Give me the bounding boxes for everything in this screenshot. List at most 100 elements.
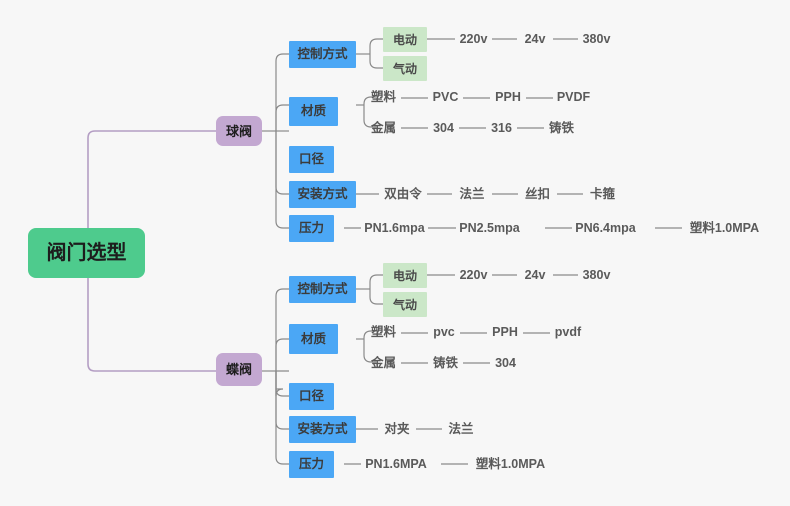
node-ball-install-3-label: 丝扣 bbox=[524, 187, 550, 202]
node-ball-install-1-label: 双由令 bbox=[384, 187, 422, 202]
node-ball-caliber-label: 口径 bbox=[298, 152, 324, 167]
node-ball-metal[interactable]: 金属 bbox=[366, 120, 401, 137]
root-node[interactable]: 阀门选型 bbox=[28, 228, 145, 278]
link-ball-to-material bbox=[275, 104, 289, 131]
node-ball-pressure-4-label: 塑料1.0MPA bbox=[689, 221, 760, 236]
link-butterfly-to-caliber bbox=[275, 370, 289, 397]
node-butterfly-install-2-label: 法兰 bbox=[448, 422, 474, 437]
link-butterfly-to-caliber2 bbox=[275, 371, 289, 397]
node-ball-electric[interactable]: 电动 bbox=[383, 27, 427, 52]
node-ball-pressure-2[interactable]: PN2.5mpa bbox=[456, 220, 523, 237]
link-butterfly-to-pressure bbox=[275, 371, 289, 465]
node-ball-install-2[interactable]: 法兰 bbox=[452, 186, 492, 203]
node-ball-valve[interactable]: 球阀 bbox=[216, 116, 262, 146]
node-butterfly-material-label: 材质 bbox=[300, 331, 326, 346]
node-ball-valve-label: 球阀 bbox=[226, 123, 253, 139]
node-ball-volt-380[interactable]: 380v bbox=[578, 31, 615, 48]
node-butterfly-metal[interactable]: 金属 bbox=[366, 355, 401, 372]
node-ball-electric-label: 电动 bbox=[392, 32, 417, 47]
node-butterfly-pneumatic[interactable]: 气动 bbox=[383, 292, 427, 317]
node-ball-plastic-1[interactable]: PVC bbox=[428, 89, 463, 106]
node-ball-volt-24-label: 24v bbox=[524, 32, 546, 47]
node-ball-plastic-label: 塑料 bbox=[370, 90, 396, 105]
node-ball-install-4-label: 卡箍 bbox=[589, 187, 615, 202]
node-butterfly-plastic-3[interactable]: pvdf bbox=[550, 324, 586, 341]
node-ball-plastic[interactable]: 塑料 bbox=[366, 89, 401, 106]
link-butterfly-to-install bbox=[275, 371, 289, 430]
root-node-label: 阀门选型 bbox=[46, 242, 127, 264]
node-butterfly-volt-220[interactable]: 220v bbox=[455, 267, 492, 284]
link-ball-to-install bbox=[275, 131, 289, 195]
node-ball-metal-1-label: 304 bbox=[433, 121, 454, 136]
node-ball-install-4[interactable]: 卡箍 bbox=[583, 186, 622, 203]
link-ball-to-pressure bbox=[275, 131, 289, 229]
node-ball-install-method-label: 安装方式 bbox=[297, 187, 348, 202]
node-butterfly-volt-380-label: 380v bbox=[582, 268, 611, 283]
node-ball-pressure-3[interactable]: PN6.4mpa bbox=[572, 220, 639, 237]
node-butterfly-volt-24-label: 24v bbox=[524, 268, 546, 283]
node-butterfly-plastic-2[interactable]: PPH bbox=[487, 324, 523, 341]
node-ball-metal-3[interactable]: 铸铁 bbox=[544, 120, 579, 137]
node-butterfly-plastic-3-label: pvdf bbox=[554, 325, 582, 340]
node-butterfly-plastic-label: 塑料 bbox=[370, 325, 396, 340]
node-butterfly-control-method-label: 控制方式 bbox=[297, 282, 348, 297]
node-butterfly-plastic[interactable]: 塑料 bbox=[366, 324, 401, 341]
node-butterfly-electric-label: 电动 bbox=[392, 268, 417, 283]
node-ball-control-method-label: 控制方式 bbox=[297, 47, 348, 62]
node-butterfly-install-method[interactable]: 安装方式 bbox=[289, 416, 356, 443]
node-butterfly-volt-24[interactable]: 24v bbox=[517, 267, 553, 284]
node-butterfly-valve-label: 蝶阀 bbox=[226, 362, 253, 377]
node-butterfly-pressure-1[interactable]: PN1.6MPA bbox=[361, 456, 431, 473]
link-ball-to-control bbox=[275, 53, 289, 131]
node-ball-pressure-1-label: PN1.6mpa bbox=[364, 221, 425, 236]
node-ball-install-3[interactable]: 丝扣 bbox=[518, 186, 557, 203]
node-ball-pneumatic-label: 气动 bbox=[392, 61, 417, 76]
node-butterfly-metal-1[interactable]: 铸铁 bbox=[428, 355, 463, 372]
node-ball-pressure-1[interactable]: PN1.6mpa bbox=[361, 220, 428, 237]
link-butterfly-to-material bbox=[275, 338, 289, 371]
node-ball-pressure-label: 压力 bbox=[298, 221, 324, 236]
node-butterfly-pressure-label: 压力 bbox=[298, 457, 324, 472]
node-butterfly-metal-2-label: 304 bbox=[495, 356, 516, 371]
node-butterfly-metal-label: 金属 bbox=[370, 356, 396, 371]
node-butterfly-install-2[interactable]: 法兰 bbox=[442, 421, 480, 438]
link-ball-control-pneumatic bbox=[369, 54, 383, 69]
node-ball-control-method[interactable]: 控制方式 bbox=[289, 41, 356, 68]
node-butterfly-control-method[interactable]: 控制方式 bbox=[289, 276, 356, 303]
node-butterfly-caliber[interactable]: 口径 bbox=[289, 383, 334, 410]
node-ball-material[interactable]: 材质 bbox=[289, 97, 338, 126]
node-ball-metal-label: 金属 bbox=[370, 121, 396, 136]
node-ball-metal-1[interactable]: 304 bbox=[428, 120, 459, 137]
node-ball-plastic-2-label: PPH bbox=[495, 90, 521, 105]
node-ball-install-1[interactable]: 双由令 bbox=[379, 186, 427, 203]
node-ball-plastic-3[interactable]: PVDF bbox=[553, 89, 594, 106]
node-ball-install-method[interactable]: 安装方式 bbox=[289, 181, 356, 208]
node-ball-caliber[interactable]: 口径 bbox=[289, 146, 334, 173]
node-ball-plastic-3-label: PVDF bbox=[556, 90, 591, 105]
node-ball-pressure-2-label: PN2.5mpa bbox=[459, 221, 520, 236]
node-butterfly-volt-220-label: 220v bbox=[459, 268, 488, 283]
node-butterfly-volt-380[interactable]: 380v bbox=[578, 267, 615, 284]
node-ball-pressure-4[interactable]: 塑料1.0MPA bbox=[682, 220, 767, 237]
node-butterfly-metal-2[interactable]: 304 bbox=[490, 355, 521, 372]
node-butterfly-install-1-label: 对夹 bbox=[384, 422, 410, 437]
node-butterfly-plastic-1[interactable]: pvc bbox=[428, 324, 460, 341]
node-butterfly-valve[interactable]: 蝶阀 bbox=[216, 353, 262, 386]
node-butterfly-material[interactable]: 材质 bbox=[289, 324, 338, 354]
node-ball-metal-3-label: 铸铁 bbox=[548, 121, 574, 136]
node-ball-metal-2[interactable]: 316 bbox=[486, 120, 517, 137]
node-ball-pneumatic[interactable]: 气动 bbox=[383, 56, 427, 81]
node-butterfly-pressure[interactable]: 压力 bbox=[289, 451, 334, 478]
node-butterfly-pressure-2-label: 塑料1.0MPA bbox=[475, 457, 546, 472]
node-ball-install-2-label: 法兰 bbox=[459, 187, 485, 202]
node-butterfly-install-1[interactable]: 对夹 bbox=[378, 421, 416, 438]
link-butterfly-control-electric bbox=[369, 274, 383, 289]
node-ball-volt-24[interactable]: 24v bbox=[517, 31, 553, 48]
node-ball-pressure[interactable]: 压力 bbox=[289, 215, 334, 242]
node-ball-volt-220-label: 220v bbox=[459, 32, 488, 47]
node-ball-volt-220[interactable]: 220v bbox=[455, 31, 492, 48]
node-butterfly-pressure-2[interactable]: 塑料1.0MPA bbox=[468, 456, 553, 473]
node-butterfly-electric[interactable]: 电动 bbox=[383, 263, 427, 288]
node-ball-plastic-2[interactable]: PPH bbox=[490, 89, 526, 106]
